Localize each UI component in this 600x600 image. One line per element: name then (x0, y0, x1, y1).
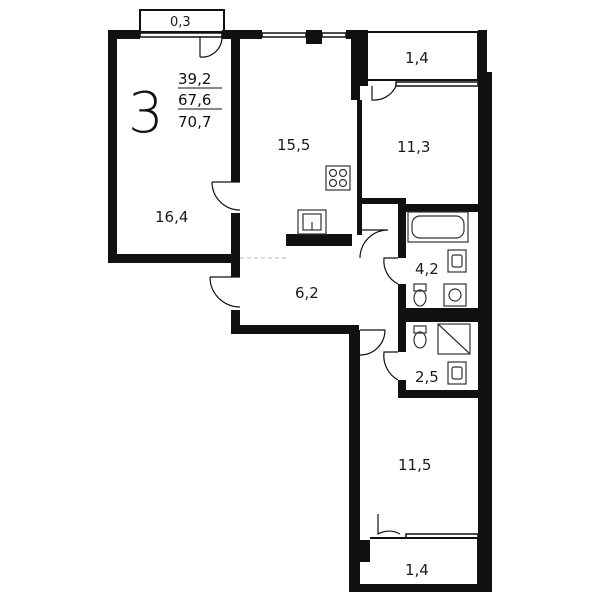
total-with-balcony: 70,7 (178, 113, 211, 131)
sink-icon (297, 209, 327, 235)
balcony-frames (139, 9, 479, 589)
stove-icon (325, 165, 351, 191)
room-label-loggia-top-right: 1,4 (405, 49, 429, 67)
room-label-hall: 6,2 (295, 284, 319, 302)
bathtub-icon (407, 211, 469, 243)
room-label-toilet: 2,5 (415, 368, 439, 386)
room-labels: 0,3 16,4 15,5 1,4 11,3 6,2 4,2 2,5 11,5 … (155, 15, 439, 579)
toilet-icon (413, 283, 427, 349)
room-label-loggia-bottom-right: 1,4 (405, 561, 429, 579)
washbasin-icon (447, 249, 467, 385)
room-label-kitchen: 15,5 (277, 136, 310, 154)
shower-icon (437, 323, 471, 355)
room-label-balcony-top-left: 0,3 (170, 15, 191, 30)
room-count: 3 (128, 81, 164, 146)
apartment-summary: 3 39,2 67,6 70,7 (128, 70, 222, 146)
room-label-bedroom-top-right: 11,3 (397, 138, 430, 156)
walls (108, 30, 492, 592)
washing-machine-icon (443, 283, 467, 307)
doors (199, 36, 401, 536)
living-area: 39,2 (178, 70, 211, 88)
room-label-bedroom-left: 16,4 (155, 208, 188, 226)
room-label-bathroom: 4,2 (415, 260, 439, 278)
total-area: 67,6 (178, 91, 211, 109)
room-label-bedroom-bottom-right: 11,5 (398, 456, 431, 474)
